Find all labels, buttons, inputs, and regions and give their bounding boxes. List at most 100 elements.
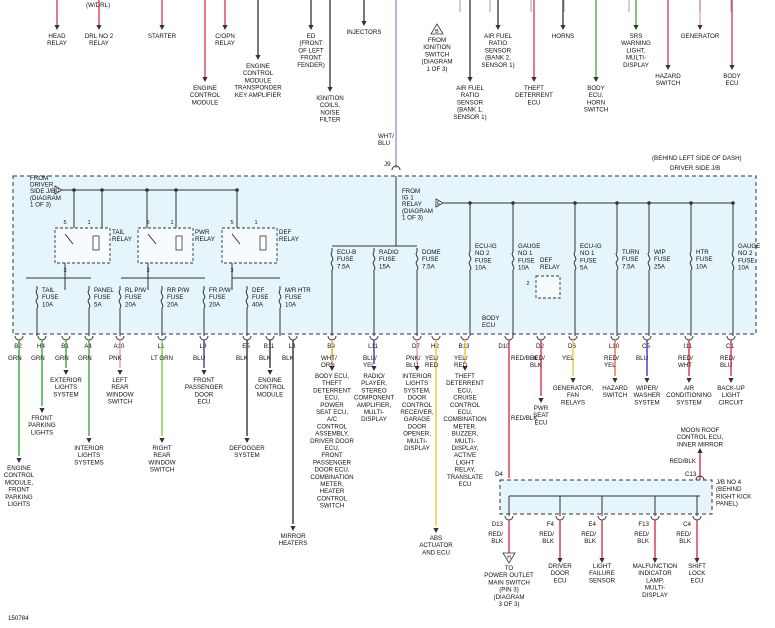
jb4-output-label: LIGHT — [593, 563, 611, 570]
jb4-output-label: ECU — [553, 577, 566, 584]
continuation-letter: H — [507, 555, 511, 561]
from-driver-label: DRIVER — [30, 182, 54, 189]
jb4-output-label: ECU — [690, 577, 703, 584]
bottom-connector-label: DISPLAY — [404, 445, 430, 452]
bottom-connector-label: GENERATOR, — [553, 385, 594, 392]
fuse-label: HTR — [696, 249, 709, 256]
fuse-label: NO 1 — [518, 250, 533, 257]
connector-pin — [568, 335, 578, 341]
fuse-label: 20A — [125, 301, 137, 308]
connector-pin — [642, 335, 652, 341]
ignition-switch-label: IGNITION — [423, 44, 451, 51]
pin-label: B1 — [61, 343, 69, 350]
wire-color-label: RED/ — [634, 531, 649, 538]
fuse-label: 7.5A — [422, 263, 436, 270]
bottom-connector-label: REAR — [111, 384, 129, 391]
bottom-connector-label: SYSTEM — [634, 399, 659, 406]
from-ig1-letter: E — [437, 201, 441, 207]
relay-label: DEF — [540, 257, 553, 264]
fuse-symbol — [573, 251, 577, 271]
relay-box — [221, 227, 278, 264]
pin-label: C4 — [683, 521, 691, 528]
wire-color-label: LT GRN — [151, 355, 173, 362]
connector-pin — [14, 335, 24, 341]
top-connector-label: (BANK 2, — [485, 55, 511, 62]
jb4-output-label: MULTI- — [645, 585, 665, 592]
bottom-connector-label: POWER — [320, 402, 344, 409]
bottom-connectors: B2GRNENGINECONTROLMODULE,FRONTPARKINGLIG… — [4, 335, 745, 556]
arrow-head — [201, 370, 207, 375]
relay-label: PWR — [195, 229, 210, 236]
pin-label: F4 — [547, 521, 555, 528]
jb4-output-label: 3 OF 3) — [499, 601, 520, 608]
fuse-label: FUSE — [580, 257, 597, 264]
top-connector-label: AIR FUEL — [484, 33, 512, 40]
connector-pin — [37, 335, 47, 341]
diagram-id: 150784 — [8, 615, 29, 622]
pin-label: E5 — [242, 343, 250, 350]
wire-color-label: RED — [425, 362, 439, 369]
top-connector-label: HAZARD — [655, 73, 681, 80]
wire-color-label: PNK/ — [406, 355, 421, 362]
top-connector-label: ECU — [725, 80, 738, 87]
jb4-output-label: (DIAGRAM — [494, 594, 525, 601]
arrow-head — [557, 558, 563, 563]
bottom-connector-label: CONDITIONING — [666, 392, 712, 399]
junction-dot — [235, 188, 239, 192]
pin-label: I11 — [684, 343, 693, 350]
fuse-label: FUSE — [42, 294, 59, 301]
bottom-connector-label: REAR — [153, 452, 171, 459]
from-driver-letter: D — [56, 188, 60, 194]
wire-color-label: RED/ — [530, 355, 545, 362]
bottom-connector-label: THEFT — [455, 373, 475, 380]
bottom-connector-label: DISPLAY, — [452, 445, 479, 452]
arrow-head — [63, 370, 69, 375]
top-connector-label: ENGINE — [246, 63, 270, 70]
ignition-switch-letter: B — [435, 29, 439, 35]
junction-dot — [647, 201, 651, 205]
top-connector-label: RELAY — [47, 40, 67, 47]
wire-color-label: RED — [454, 362, 468, 369]
bottom-connector-label: LIGHT — [722, 392, 740, 399]
jb4-output-label: (PIN 3) — [499, 587, 519, 594]
wire-color-label: GRN — [78, 355, 92, 362]
arrow-head — [665, 65, 671, 70]
bottom-connector-label: RECEIVER, — [400, 409, 434, 416]
bottom-connector-label: PARKING — [28, 422, 56, 429]
arrow-head — [633, 25, 639, 30]
arrow-head — [159, 25, 165, 30]
jb4-output-label: DOOR — [551, 570, 570, 577]
connector-pin — [555, 515, 565, 521]
bottom-connector-label: AIR — [684, 385, 695, 392]
bottom-connector-label: DOOR — [195, 391, 214, 398]
bottom-connector-label: SYSTEMS — [74, 459, 104, 466]
bottom-connector-label: COMBINATION — [310, 474, 353, 481]
bottom-connector-label: SYSTEM — [234, 452, 259, 459]
top-connector-label: MODULE — [245, 77, 271, 84]
top-connector-label: MODULE — [192, 99, 218, 106]
arrow-head — [290, 526, 296, 531]
wire-color-label: BLU — [406, 362, 418, 369]
arrow-head — [329, 366, 335, 371]
bottom-connector-label: LIGHTS — [8, 501, 30, 508]
jb4-output-label: SENSOR — [589, 577, 616, 584]
fuse-label: FUSE — [167, 294, 184, 301]
bottom-connector-label: ECU, — [458, 409, 473, 416]
fuse-label: RL P/W — [125, 287, 146, 294]
top-connector-label: (FRONT — [299, 40, 323, 47]
bottom-connector-label: CONTROL — [317, 495, 348, 502]
wire-color-label: RED/ — [678, 355, 693, 362]
jb4-label: J/B NO 4 — [716, 479, 742, 486]
ignition-switch-triangle — [430, 23, 444, 35]
fuse-label: RR P/W — [167, 287, 190, 294]
jb4-output-label: LAMP, — [646, 577, 664, 584]
pin-label: D13 — [492, 521, 504, 528]
fuse-label: NO 1 — [580, 250, 595, 257]
top-connector-label: SWITCH — [584, 107, 608, 114]
connector-pin — [265, 335, 275, 341]
top-connector-label: WARNING — [621, 40, 651, 47]
pin-label: L10 — [609, 343, 620, 350]
bottom-connector-label: DOOR ECU, — [314, 467, 349, 474]
fuse-symbol — [468, 251, 472, 271]
